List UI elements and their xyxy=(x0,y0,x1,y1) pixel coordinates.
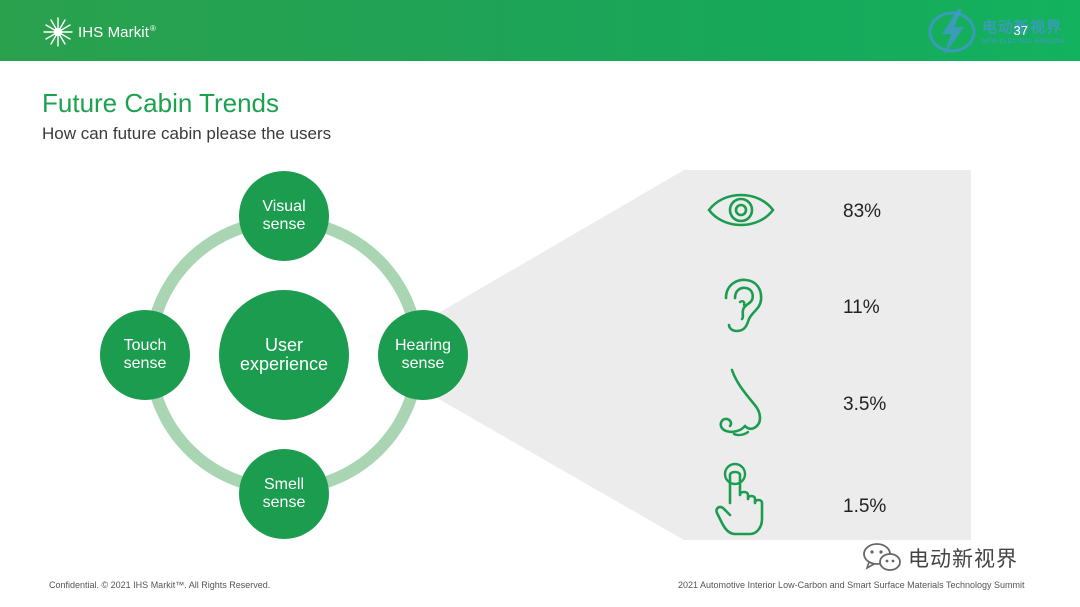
lightning-globe-icon xyxy=(928,9,976,55)
smell-percentage: 3.5% xyxy=(843,394,887,415)
header-watermark: 电动新视界 NEW ELECTRIC HORIZON xyxy=(924,5,1074,57)
header-watermark-cn: 电动新视界 xyxy=(982,18,1063,36)
header-bar: IHS Markit ® 电动新视界 NEW ELECTRIC HORIZON … xyxy=(0,0,1080,61)
smell-sense-label: Smell sense xyxy=(262,476,306,511)
callout-wedge xyxy=(423,170,684,540)
touch-sense-label: Touch sense xyxy=(123,337,167,372)
ihs-sunburst-icon xyxy=(43,17,73,47)
footer-copyright: Confidential. © 2021 IHS Markit™. All Ri… xyxy=(49,580,271,590)
touch-sense-node: Touch sense xyxy=(100,310,190,400)
visual-sense-label: Visual sense xyxy=(262,198,306,233)
user-experience-node: User experience xyxy=(219,290,349,420)
brand-trademark: ® xyxy=(150,23,157,33)
page-subtitle: How can future cabin please the users xyxy=(42,124,332,143)
ear-icon xyxy=(724,278,763,333)
wechat-icon xyxy=(863,543,901,571)
slide-number: 37 xyxy=(1013,23,1028,38)
smell-sense-node: Smell sense xyxy=(239,449,329,539)
visual-percentage: 83% xyxy=(843,201,882,222)
eye-icon xyxy=(707,193,775,227)
ihs-markit-logo: IHS Markit ® xyxy=(42,16,156,48)
footer-event-name: 2021 Automotive Interior Low-Carbon and … xyxy=(678,580,1025,590)
sense-stats-panel xyxy=(684,170,971,540)
nose-icon xyxy=(719,368,762,437)
hearing-sense-node: Hearing sense xyxy=(378,310,468,400)
bottom-watermark: 电动新视界 xyxy=(862,541,1018,575)
header-watermark-en: NEW ELECTRIC HORIZON xyxy=(982,39,1065,45)
bottom-watermark-text: 电动新视界 xyxy=(908,547,1018,571)
visual-sense-node: Visual sense xyxy=(239,171,329,261)
hearing-sense-label: Hearing sense xyxy=(394,337,452,372)
finger-touch-icon xyxy=(715,462,764,536)
touch-percentage: 1.5% xyxy=(843,496,887,517)
brand-name: IHS Markit xyxy=(78,23,150,41)
user-experience-label: User experience xyxy=(239,335,329,374)
hearing-percentage: 11% xyxy=(843,297,880,318)
page-title: Future Cabin Trends xyxy=(42,88,280,118)
